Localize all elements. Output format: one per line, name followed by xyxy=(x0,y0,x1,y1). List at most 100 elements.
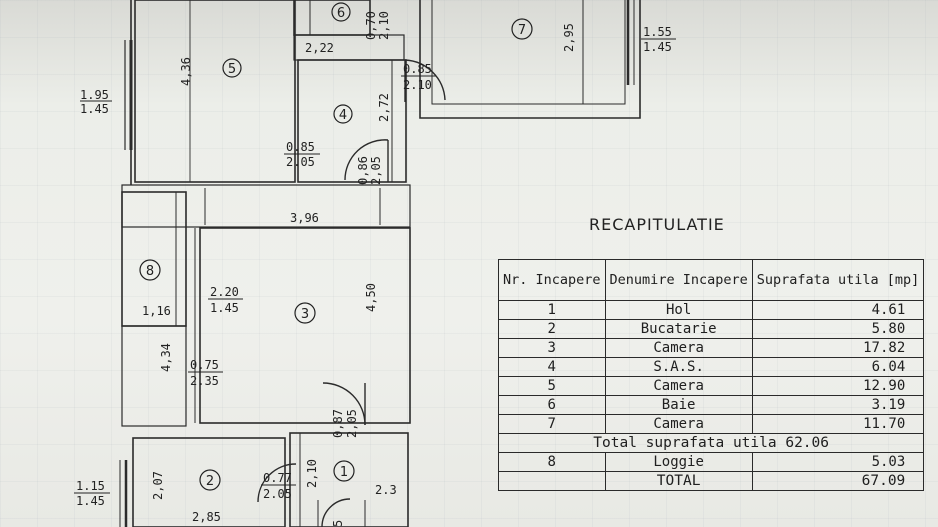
room-1-label: 1 xyxy=(333,460,355,482)
table-row: 5 Camera 12.90 xyxy=(498,376,925,396)
row-name: Camera xyxy=(604,376,753,396)
row-nr: 4 xyxy=(498,357,606,377)
dim-door8-height: 2.35 xyxy=(190,374,219,388)
room-labels: 5 6 4 7 3 8 2 1 xyxy=(139,2,533,491)
svg-text:3: 3 xyxy=(301,307,309,322)
dim-door-hall-height: 2,05 xyxy=(369,156,383,185)
dim-door-hall-width: 0,86 xyxy=(356,156,370,185)
dim-room8-width: 1,16 xyxy=(142,304,171,318)
row-area: 4.61 xyxy=(751,300,925,320)
dim-285: 2,85 xyxy=(192,510,221,524)
dim-door2-width: 0.77 xyxy=(263,471,292,485)
row-name: Baie xyxy=(604,395,753,415)
row-area: 5.80 xyxy=(751,319,925,339)
dim-door5-height: 2.05 xyxy=(286,155,315,169)
header-area: Suprafata utila [mp] xyxy=(751,259,925,301)
row-nr: 3 xyxy=(498,338,606,358)
dim-450: 4,50 xyxy=(364,283,378,312)
total-useful-row: Total suprafata utila 62.06 xyxy=(497,433,925,453)
room-5-label: 5 xyxy=(222,58,242,78)
grand-total-row: TOTAL 67.09 xyxy=(498,471,925,491)
row-area: 11.70 xyxy=(751,414,925,434)
dim-room8-length: 4,34 xyxy=(159,343,173,372)
dim-window2-width: 1.15 xyxy=(76,479,105,493)
dim-210b: 2,10 xyxy=(305,459,319,488)
dim-door3-width: 0,87 xyxy=(331,409,345,438)
svg-text:4: 4 xyxy=(339,108,347,123)
table-row: 2 Bucatarie 5.80 xyxy=(498,319,925,339)
table-row: 4 S.A.S. 6.04 xyxy=(498,357,925,377)
table-row: 3 Camera 17.82 xyxy=(498,338,925,358)
room-4-outline xyxy=(297,59,407,183)
recap-title: RECAPITULATIE xyxy=(589,215,725,234)
dim-door5-width: 0.85 xyxy=(286,140,315,154)
recap-header-row: Nr. Incapere Denumire Incapere Suprafata… xyxy=(498,259,925,301)
row-nr: 1 xyxy=(498,300,606,320)
room-5-outline xyxy=(134,0,296,183)
loggia-nr: 8 xyxy=(498,452,606,472)
svg-text:1: 1 xyxy=(340,465,348,480)
room-8-label: 8 xyxy=(139,259,161,281)
row-area: 3.19 xyxy=(751,395,925,415)
loggia-area: 5.03 xyxy=(751,452,925,472)
table-row: 6 Baie 3.19 xyxy=(498,395,925,415)
room-3-label: 3 xyxy=(294,302,316,324)
room-2-label: 2 xyxy=(199,469,221,491)
table-row: 7 Camera 11.70 xyxy=(498,414,925,434)
dim-door3-height: 2,05 xyxy=(345,409,359,438)
room-7-label: 7 xyxy=(511,18,533,40)
dim-door2-height: 2.05 xyxy=(263,487,292,501)
dim-295: 2,95 xyxy=(562,23,576,52)
svg-text:6: 6 xyxy=(337,6,345,21)
grand-total-area: 67.09 xyxy=(751,471,925,491)
row-name: Bucatarie xyxy=(604,319,753,339)
grand-total-label: TOTAL xyxy=(604,471,753,491)
svg-text:5: 5 xyxy=(228,62,236,77)
room-2-outline xyxy=(132,437,286,527)
row-nr: 5 xyxy=(498,376,606,396)
dim-070: 0,70 xyxy=(364,11,378,40)
dim-door4-width: 0.85 xyxy=(403,62,432,76)
dim-door4-height: 2.10 xyxy=(403,78,432,92)
dim-222: 2,22 xyxy=(305,41,334,55)
door-swings xyxy=(257,59,446,527)
row-name: S.A.S. xyxy=(604,357,753,377)
room-3-outline xyxy=(199,227,411,424)
dim-396: 3,96 xyxy=(290,211,319,225)
header-name: Denumire Incapere xyxy=(604,259,753,301)
dim-window3-width: 2.20 xyxy=(210,285,239,299)
dim-window-right-width: 1.55 xyxy=(643,25,672,39)
dim-window-right-height: 1.45 xyxy=(643,40,672,54)
room-4-label: 4 xyxy=(333,104,353,124)
dim-window2-height: 1.45 xyxy=(76,494,105,508)
walls xyxy=(119,0,641,527)
row-name: Camera xyxy=(604,338,753,358)
row-area: 17.82 xyxy=(751,338,925,358)
room-6-outline xyxy=(293,0,371,36)
row-area: 12.90 xyxy=(751,376,925,396)
dim-23: 2.3 xyxy=(375,483,397,497)
dim-272: 2,72 xyxy=(377,93,391,122)
room-1-outline xyxy=(289,432,409,527)
grand-total-blank xyxy=(498,471,606,491)
total-useful: Total suprafata utila 62.06 xyxy=(497,433,925,453)
dim-room5-length: 4,36 xyxy=(179,57,193,86)
header-nr: Nr. Incapere xyxy=(498,259,606,301)
row-name: Camera xyxy=(604,414,753,434)
dim-door8-width: 0.75 xyxy=(190,358,219,372)
row-nr: 6 xyxy=(498,395,606,415)
dim-window-left-width: 1.95 xyxy=(80,88,109,102)
row-nr: 7 xyxy=(498,414,606,434)
dim-window-left-height: 1.45 xyxy=(80,102,109,116)
row-nr: 2 xyxy=(498,319,606,339)
room-6-label: 6 xyxy=(331,2,351,22)
row-area: 6.04 xyxy=(751,357,925,377)
dim-05: 5 xyxy=(331,520,345,527)
dim-210a: 2,10 xyxy=(377,11,391,40)
svg-text:8: 8 xyxy=(146,264,154,279)
svg-text:2: 2 xyxy=(206,474,214,489)
dim-window3-height: 1.45 xyxy=(210,301,239,315)
svg-text:7: 7 xyxy=(518,23,526,38)
recap-table: Nr. Incapere Denumire Incapere Suprafata… xyxy=(497,259,925,491)
